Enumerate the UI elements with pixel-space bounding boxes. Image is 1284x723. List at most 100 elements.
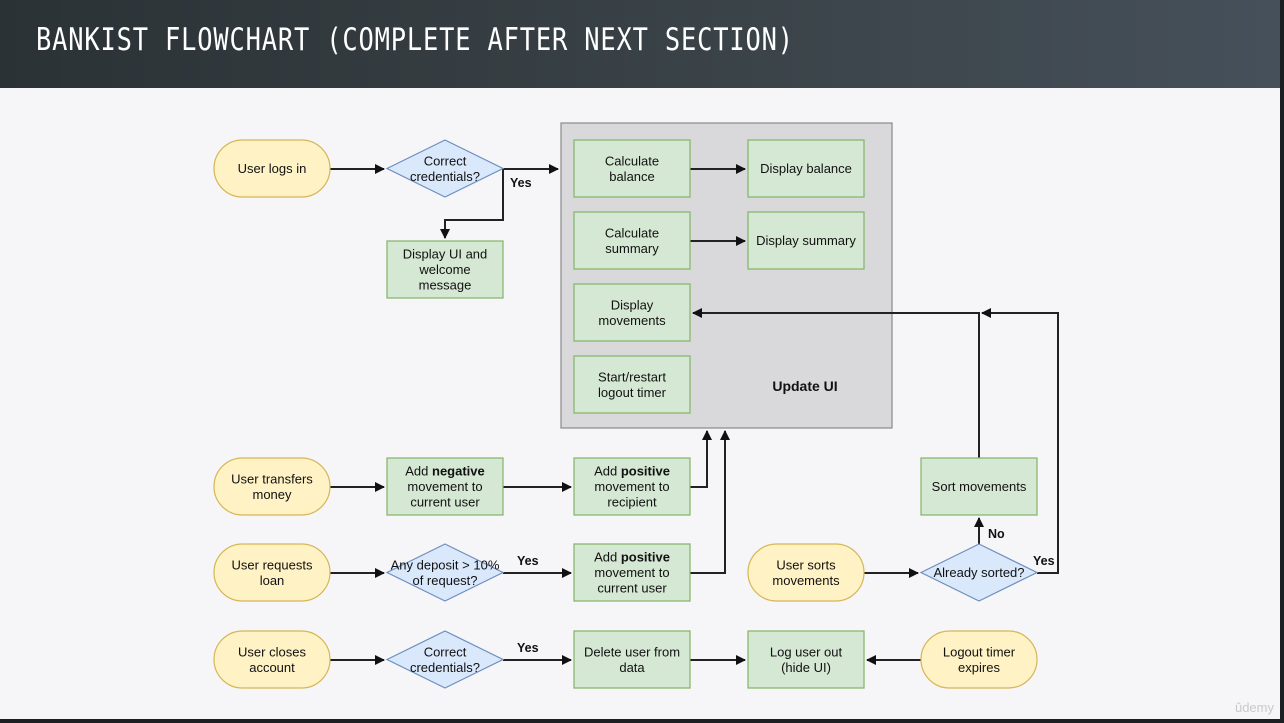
node-label-line: Start/restart bbox=[598, 369, 666, 384]
watermark-logo: ûdemy bbox=[1234, 700, 1274, 715]
node-sort-movements: Sort movements bbox=[920, 457, 1038, 516]
node-label-line: negative bbox=[432, 464, 485, 479]
arrow-positive-to-update bbox=[690, 430, 730, 574]
node-label-line: Add bbox=[405, 464, 432, 479]
edge-label-yes-login: Yes bbox=[510, 176, 532, 190]
node-user-logs-in: User logs in bbox=[213, 139, 331, 198]
node-label: Display balance bbox=[760, 161, 852, 176]
node-label-line: Already sorted? bbox=[933, 565, 1024, 580]
node-label-line: User closes bbox=[238, 644, 306, 659]
node-label-line: Display bbox=[611, 297, 654, 312]
node-label-line: movements bbox=[772, 573, 840, 588]
node-label-line: movement to bbox=[594, 479, 669, 494]
node-label-line: Logout timer bbox=[943, 644, 1016, 659]
process-shape bbox=[573, 139, 691, 198]
node-label-line: Delete user from bbox=[584, 644, 680, 659]
header-bar: BANKIST FLOWCHART (COMPLETE AFTER NEXT S… bbox=[0, 0, 1284, 88]
process-shape bbox=[747, 630, 865, 689]
node-label-line: Calculate bbox=[605, 225, 659, 240]
node-label-line: money bbox=[252, 487, 292, 502]
node-label-line: loan bbox=[260, 573, 285, 588]
node-label-line: Any deposit > 10% bbox=[391, 557, 500, 572]
node-label-line: data bbox=[619, 660, 645, 675]
node-label-line: logout timer bbox=[598, 385, 667, 400]
node-label-line: positive bbox=[621, 550, 670, 565]
node-label-line: User requests bbox=[232, 557, 313, 572]
page-title: BANKIST FLOWCHART (COMPLETE AFTER NEXT S… bbox=[36, 22, 794, 58]
process-shape bbox=[386, 457, 504, 516]
node-display-summary: Display summary bbox=[747, 211, 865, 270]
node-label-line: welcome bbox=[418, 262, 470, 277]
arrow-recipient-to-update bbox=[690, 430, 712, 488]
node-label-line: credentials? bbox=[410, 660, 480, 675]
node-label-line: Display UI and bbox=[403, 247, 488, 262]
process-shape bbox=[573, 211, 691, 270]
node-display-balance: Display balance bbox=[747, 139, 865, 198]
node-label-line: User logs in bbox=[238, 161, 307, 176]
terminal-shape bbox=[213, 457, 331, 516]
node-label-line: Add bbox=[594, 464, 621, 479]
process-shape bbox=[573, 457, 691, 516]
node-label-line: current user bbox=[410, 495, 480, 510]
process-shape bbox=[747, 211, 865, 270]
edge-label-no-sorted: No bbox=[988, 527, 1005, 541]
terminal-shape bbox=[213, 139, 331, 198]
process-shape bbox=[573, 630, 691, 689]
decision-shape bbox=[385, 630, 505, 689]
decision-shape bbox=[385, 139, 505, 198]
edge-label-yes-sorted: Yes bbox=[1033, 554, 1055, 568]
node-label-line: movement to bbox=[594, 565, 669, 580]
process-shape bbox=[386, 240, 504, 299]
node-already-sorted: Already sorted? bbox=[919, 543, 1039, 602]
node-label: Display summary bbox=[756, 233, 856, 248]
decision-shape bbox=[919, 543, 1039, 602]
edge-label-yes-loan: Yes bbox=[517, 554, 539, 568]
process-shape bbox=[573, 283, 691, 342]
process-shape bbox=[573, 543, 691, 602]
node-label: Sort movements bbox=[932, 479, 1027, 494]
node-label-line: of request? bbox=[412, 573, 477, 588]
arrow-sorted-yes-to-movements bbox=[981, 308, 1059, 574]
node-label-line: Correct bbox=[424, 153, 467, 168]
process-shape bbox=[920, 457, 1038, 516]
node-label-line: account bbox=[249, 660, 295, 675]
node-label-line: movement to bbox=[407, 479, 482, 494]
arrow-cred-to-welcome bbox=[440, 169, 504, 239]
process-shape bbox=[747, 139, 865, 198]
node-label-line: User transfers bbox=[231, 471, 313, 486]
terminal-shape bbox=[213, 630, 331, 689]
edge-label-yes-close: Yes bbox=[517, 641, 539, 655]
node-label-line: movements bbox=[598, 313, 666, 328]
node-label-line: Display summary bbox=[756, 233, 856, 248]
bottom-edge bbox=[0, 719, 1284, 723]
node-label-line: message bbox=[419, 278, 472, 293]
node-label: Log user out(hide UI) bbox=[770, 644, 843, 675]
node-label-line: Calculate bbox=[605, 153, 659, 168]
node-label-line: (hide UI) bbox=[781, 660, 831, 675]
terminal-shape bbox=[920, 630, 1038, 689]
node-label-line: Sort movements bbox=[932, 479, 1027, 494]
node-log-user-out: Log user out(hide UI) bbox=[747, 630, 865, 689]
arrow-sort-to-movements bbox=[692, 308, 980, 458]
